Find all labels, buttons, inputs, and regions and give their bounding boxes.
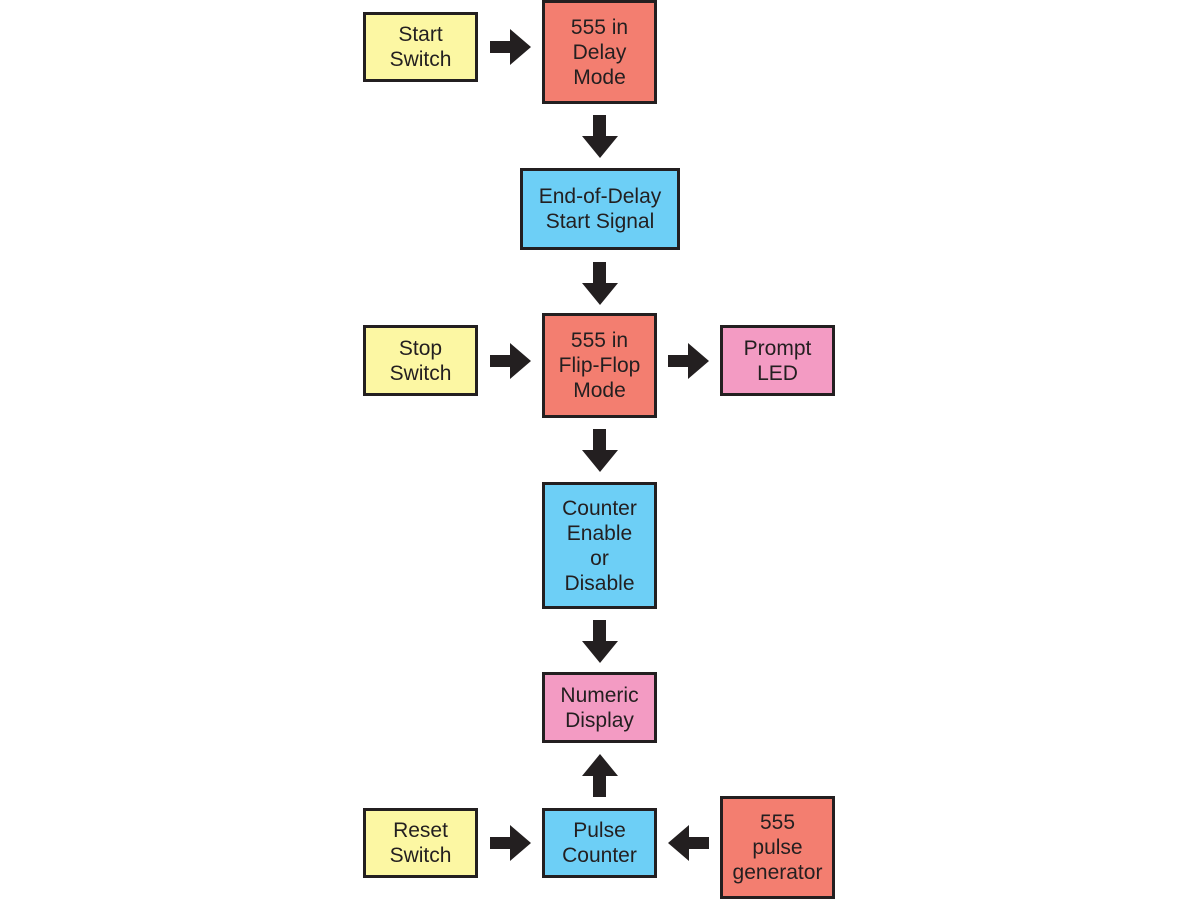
pulse-counter-label: Pulse Counter: [562, 819, 637, 867]
numeric-display-label: Numeric Display: [560, 683, 639, 732]
numeric-display-box: Numeric Display: [542, 672, 657, 743]
reset-switch-label: Reset Switch: [389, 819, 452, 867]
reset-switch-box: Reset Switch: [363, 808, 478, 878]
counter-enable-disable-box: Counter Enable or Disable: [542, 482, 657, 609]
arrow-start-to-delay: [490, 29, 531, 65]
start-switch-label: Start Switch: [389, 23, 452, 71]
arrow-counter-enable-to-display: [582, 620, 618, 663]
pulse-generator-555-label: 555 pulse generator: [732, 811, 823, 884]
arrow-generator-to-pulse-counter: [668, 825, 709, 861]
arrow-flipflop-to-counter-enable: [582, 429, 618, 472]
prompt-led-box: Prompt LED: [720, 325, 835, 396]
start-switch-box: Start Switch: [363, 12, 478, 82]
end-of-delay-signal-box: End-of-Delay Start Signal: [520, 168, 680, 250]
delay-mode-555-box: 555 in Delay Mode: [542, 0, 657, 104]
stop-switch-box: Stop Switch: [363, 325, 478, 396]
end-of-delay-signal-label: End-of-Delay Start Signal: [538, 185, 662, 233]
counter-enable-disable-label: Counter Enable or Disable: [562, 496, 637, 595]
stop-switch-label: Stop Switch: [389, 336, 452, 385]
flip-flop-mode-555-label: 555 in Flip-Flop Mode: [558, 329, 641, 402]
delay-mode-555-label: 555 in Delay Mode: [570, 15, 629, 89]
flip-flop-mode-555-box: 555 in Flip-Flop Mode: [542, 313, 657, 418]
pulse-generator-555-box: 555 pulse generator: [720, 796, 835, 899]
arrow-flipflop-to-prompt-led: [668, 343, 709, 379]
pulse-counter-box: Pulse Counter: [542, 808, 657, 878]
arrow-delay-to-end-of-delay: [582, 115, 618, 158]
arrow-end-of-delay-to-flipflop: [582, 262, 618, 305]
arrow-pulse-counter-to-display: [582, 754, 618, 797]
prompt-led-label: Prompt LED: [743, 336, 812, 385]
arrow-reset-to-pulse-counter: [490, 825, 531, 861]
arrow-stop-to-flipflop: [490, 343, 531, 379]
